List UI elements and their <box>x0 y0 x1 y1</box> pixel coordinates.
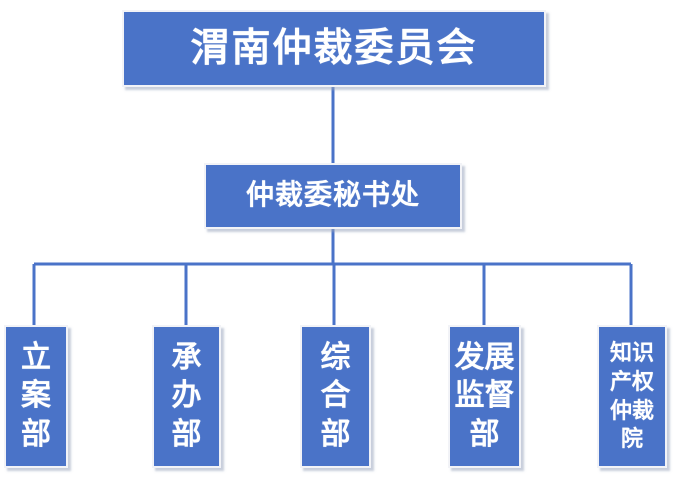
node-department-label: 知识 产权 仲裁 院 <box>609 340 654 452</box>
node-secretariat[interactable]: 仲裁委秘书处 <box>204 163 462 229</box>
node-department-cheng-ban-bu[interactable]: 承 办 部 <box>152 325 221 468</box>
node-department-label: 发展 监督 部 <box>454 340 515 451</box>
node-department-fa-zhan-jian-du-bu[interactable]: 发展 监督 部 <box>448 325 521 468</box>
node-department-label: 立 案 部 <box>21 340 51 451</box>
node-root-label: 渭南仲裁委员会 <box>190 26 478 70</box>
node-department-zong-he-bu[interactable]: 综 合 部 <box>300 325 371 468</box>
node-department-zhi-shi-chan-quan-zhong-cai-yuan[interactable]: 知识 产权 仲裁 院 <box>597 325 667 468</box>
node-department-label: 承 办 部 <box>171 340 202 451</box>
node-root[interactable]: 渭南仲裁委员会 <box>122 10 546 87</box>
node-secretariat-label: 仲裁委秘书处 <box>245 180 420 212</box>
node-department-label: 综 合 部 <box>320 340 351 451</box>
node-department-li-an-bu[interactable]: 立 案 部 <box>4 325 68 468</box>
